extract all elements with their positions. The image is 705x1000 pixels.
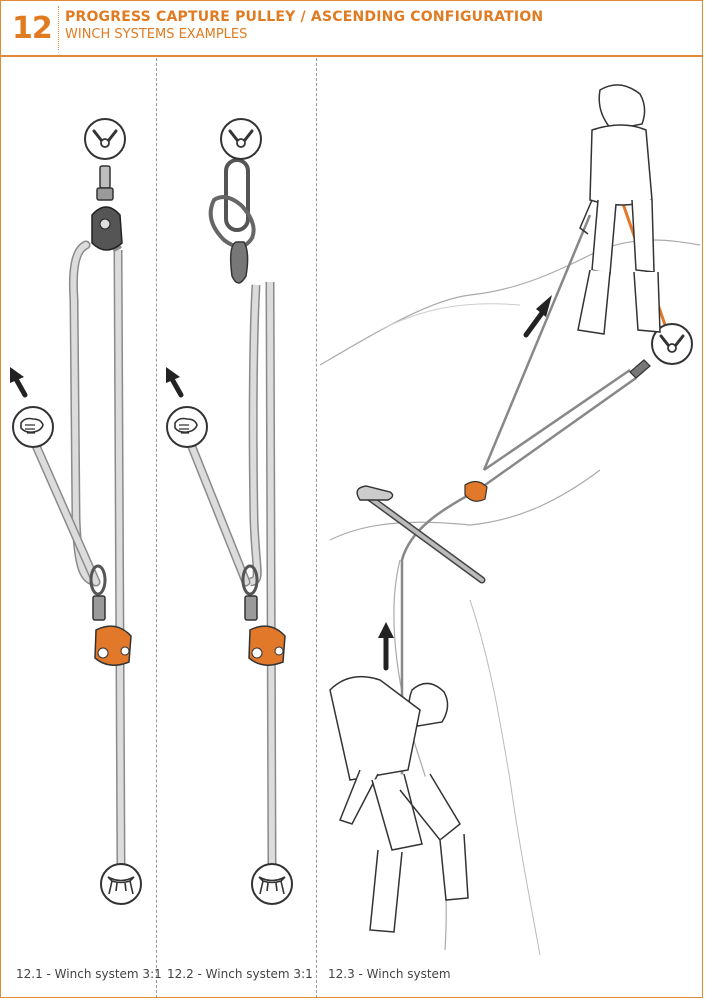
illustration [0, 84, 701, 956]
page-subtitle: WINCH SYSTEMS EXAMPLES [65, 27, 248, 42]
anchor-icon [83, 117, 127, 161]
panel-divider-1 [156, 58, 157, 998]
section-number: 12 [12, 11, 53, 46]
caption-12-3: 12.3 - Winch system [328, 967, 451, 981]
panel-12-1-art [25, 165, 132, 871]
pull-arrow-icon [10, 367, 25, 395]
panel-12-2-art [181, 158, 286, 871]
hand-grip-icon [12, 406, 54, 448]
header: 12 PROGRESS CAPTURE PULLEY / ASCENDING C… [0, 0, 703, 57]
hand-grip-icon [166, 406, 208, 448]
caption-12-1: 12.1 - Winch system 3:1 [16, 967, 162, 981]
anchor-icon [219, 117, 263, 161]
page-title: PROGRESS CAPTURE PULLEY / ASCENDING CONF… [65, 9, 544, 25]
pull-arrow-icon [166, 367, 181, 395]
header-separator [58, 6, 59, 50]
panel-divider-2 [316, 58, 317, 998]
harness-icon [100, 863, 142, 905]
pull-arrow-icon [523, 295, 552, 338]
caption-12-2: 12.2 - Winch system 3:1 [167, 967, 313, 981]
harness-icon [251, 863, 293, 905]
panel-12-3-art [319, 84, 701, 956]
pull-arrow-icon [378, 622, 394, 671]
